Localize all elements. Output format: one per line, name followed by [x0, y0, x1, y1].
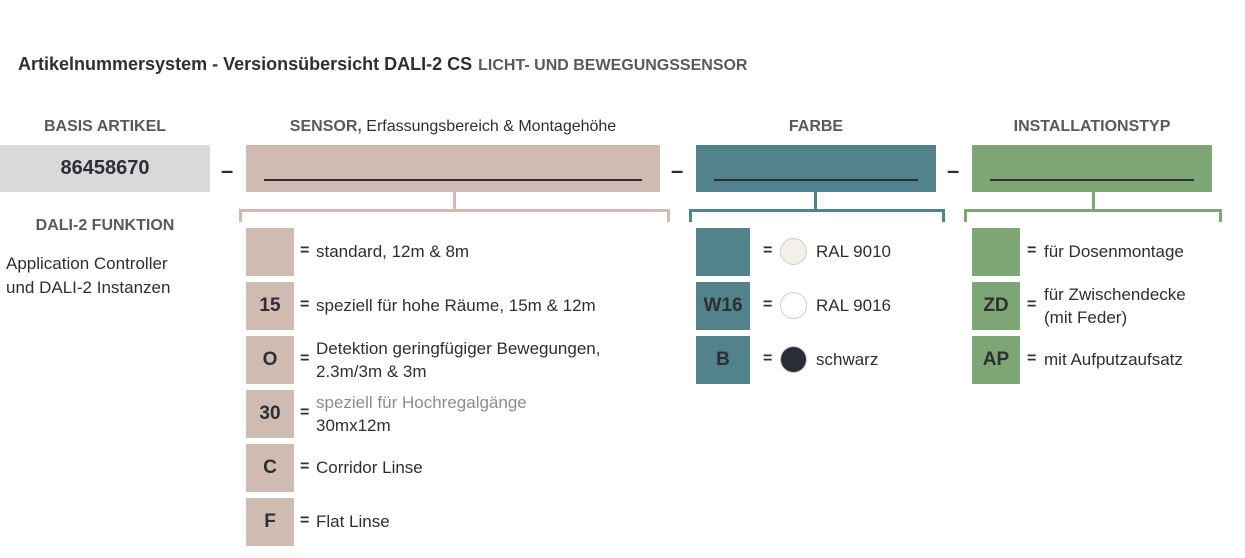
install-description: für Dosenmontage — [1044, 242, 1184, 261]
equals-sign: = — [300, 242, 310, 259]
sensor-code: F — [246, 498, 294, 546]
blank-line — [264, 179, 642, 181]
color-swatch-icon — [780, 238, 807, 265]
subtitle: LICHT- UND BEWEGUNGSSENSOR — [478, 57, 748, 74]
sensor-description: Flat Linse — [316, 512, 390, 531]
farbe-bracket-stem — [814, 192, 817, 210]
dali-line-1: Application Controller — [6, 254, 168, 273]
dali-header: DALI-2 FUNKTION — [35, 217, 175, 234]
sensor-field — [246, 145, 660, 192]
farbe-description: RAL 9010 — [816, 242, 891, 261]
sensor-description: standard, 12m & 8m — [316, 242, 470, 261]
farbe-description: RAL 9016 — [816, 296, 891, 315]
blank-line — [990, 179, 1194, 181]
sensor-header-bold: SENSOR, — [289, 118, 362, 135]
sensor-description: Detektion geringfügiger Bewegungen, — [316, 339, 601, 358]
install-description-2: (mit Feder) — [1044, 308, 1128, 327]
install-header: INSTALLATIONSTYP — [1013, 118, 1171, 135]
sensor-description: speziell für Hochregalgänge — [316, 393, 527, 412]
equals-sign: = — [300, 404, 310, 421]
equals-sign: = — [763, 242, 773, 259]
equals-sign: = — [763, 350, 773, 367]
sensor-description: Corridor Linse — [316, 458, 423, 477]
sensor-description: speziell für hohe Räume, 15m & 12m — [316, 296, 596, 315]
sensor-header: SENSOR, Erfassungsbereich & Montagehöhe — [246, 118, 660, 136]
equals-sign: = — [300, 458, 310, 475]
equals-sign: = — [763, 296, 773, 313]
install-field — [972, 145, 1212, 192]
separator: – — [221, 158, 234, 183]
sensor-description-2: 30mx12m — [316, 416, 391, 435]
separator: – — [947, 158, 960, 183]
blank-line — [714, 179, 918, 181]
sensor-bracket — [239, 209, 670, 222]
sensor-code: 15 — [246, 282, 294, 330]
separator: – — [671, 158, 684, 183]
equals-sign: = — [300, 350, 310, 367]
equals-sign: = — [300, 296, 310, 313]
install-description: für Zwischendecke — [1044, 285, 1186, 304]
farbe-field — [696, 145, 936, 192]
install-description: mit Aufputzaufsatz — [1044, 350, 1183, 369]
sensor-code — [246, 228, 294, 276]
farbe-header: FARBE — [788, 118, 844, 135]
equals-sign: = — [1027, 296, 1037, 313]
equals-sign: = — [1027, 350, 1037, 367]
install-code: ZD — [972, 282, 1020, 330]
basis-article-number: 86458670 — [0, 145, 210, 192]
sensor-bracket-stem — [453, 192, 456, 210]
install-code — [972, 228, 1020, 276]
page-title: Artikelnummersystem - Versionsübersicht … — [18, 54, 747, 75]
farbe-bracket — [689, 209, 945, 222]
sensor-code: C — [246, 444, 294, 492]
sensor-header-rest: Erfassungsbereich & Montagehöhe — [366, 118, 617, 135]
color-swatch-icon — [780, 346, 807, 373]
farbe-code: W16 — [696, 282, 750, 330]
farbe-code: B — [696, 336, 750, 384]
equals-sign: = — [1027, 242, 1037, 259]
title-text: Artikelnummersystem - Versionsübersicht … — [18, 54, 473, 74]
farbe-code — [696, 228, 750, 276]
equals-sign: = — [300, 512, 310, 529]
sensor-code: O — [246, 336, 294, 384]
color-swatch-icon — [780, 292, 807, 319]
install-bracket — [964, 209, 1222, 222]
basis-header: BASIS ARTIKEL — [43, 118, 167, 135]
install-bracket-stem — [1092, 192, 1095, 210]
sensor-code: 30 — [246, 390, 294, 438]
dali-line-2: und DALI-2 Instanzen — [6, 278, 171, 297]
sensor-description-2: 2.3m/3m & 3m — [316, 362, 427, 381]
install-code: AP — [972, 336, 1020, 384]
farbe-description: schwarz — [816, 350, 879, 369]
